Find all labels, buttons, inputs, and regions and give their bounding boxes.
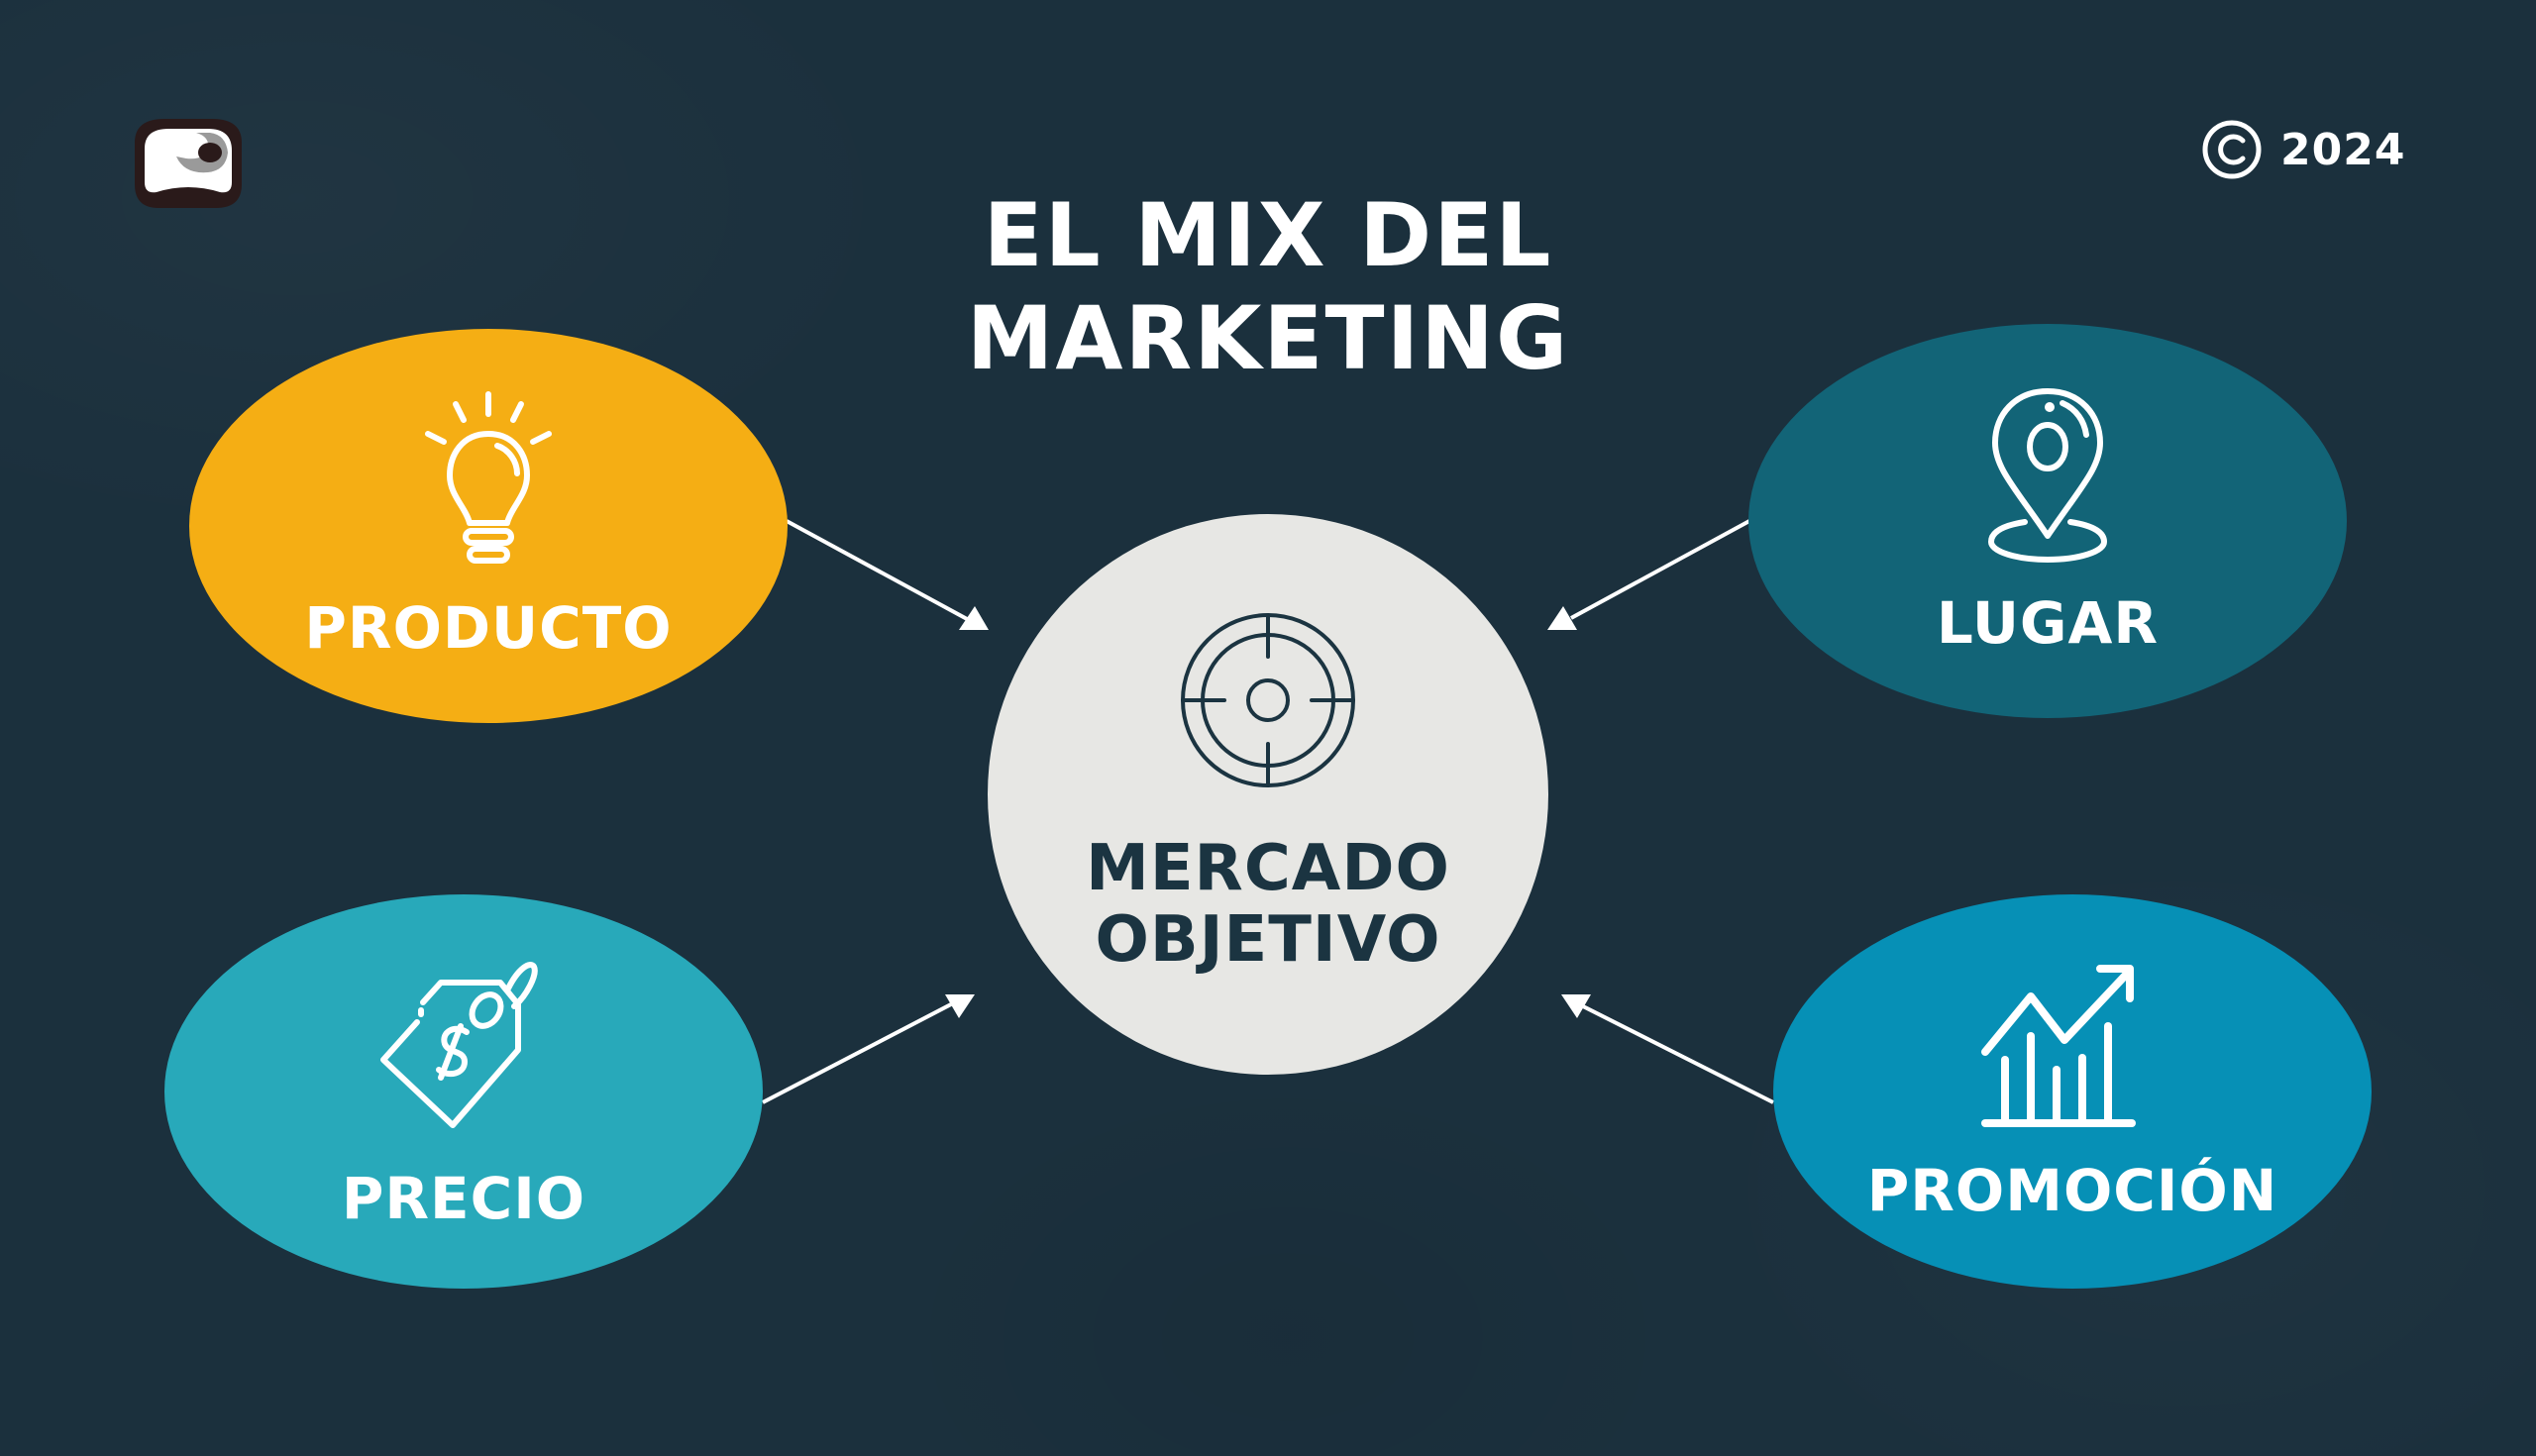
price-tag-icon xyxy=(380,962,538,1128)
node-label-producto: PRODUCTO xyxy=(304,594,673,662)
node-lugar: LUGAR xyxy=(1748,324,2347,718)
target-icon xyxy=(1181,613,1355,787)
center-label-line-1: MERCADO xyxy=(1086,832,1450,905)
center-label: MERCADO OBJETIVO xyxy=(1086,833,1450,976)
copyright-notice: 2024 xyxy=(2201,117,2405,182)
title-line-1: EL MIX DEL xyxy=(983,184,1553,286)
title-line-2: MARKETING xyxy=(966,287,1570,389)
brand-logo-icon xyxy=(125,113,250,214)
node-precio: PRECIO xyxy=(164,894,763,1289)
lightbulb-icon xyxy=(425,391,552,564)
location-pin-icon xyxy=(1988,388,2107,563)
node-label-precio: PRECIO xyxy=(341,1165,586,1232)
node-label-promocion: PROMOCIÓN xyxy=(1866,1157,2278,1224)
node-label-lugar: LUGAR xyxy=(1936,589,2160,657)
node-producto: PRODUCTO xyxy=(189,329,788,723)
growth-chart-icon xyxy=(1981,965,2136,1127)
copyright-year: 2024 xyxy=(2280,124,2406,175)
node-promocion: PROMOCIÓN xyxy=(1773,894,2372,1289)
center-label-line-2: OBJETIVO xyxy=(1095,903,1441,977)
copyright-icon xyxy=(2202,120,2262,179)
node-mercado-objetivo: MERCADO OBJETIVO xyxy=(988,514,1548,1075)
page-title: EL MIX DEL MARKETING xyxy=(872,184,1664,390)
